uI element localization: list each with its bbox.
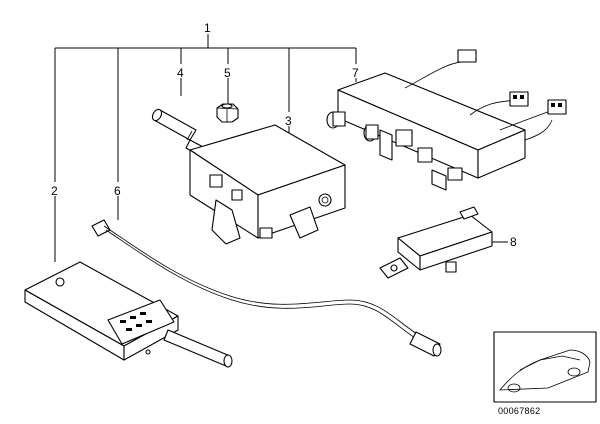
- callout-1: 1: [204, 21, 211, 35]
- callout-4: 4: [177, 66, 184, 80]
- car-inset: [493, 331, 597, 403]
- part-7-amplifier: [326, 49, 567, 191]
- leader-lines: [54, 34, 508, 262]
- part-6-cable: [91, 219, 442, 357]
- part-2-transmitter: [24, 261, 233, 368]
- reference-number: 00067862: [498, 406, 540, 416]
- callout-8: 8: [510, 235, 517, 249]
- callout-5: 5: [224, 66, 231, 80]
- callout-3: 3: [285, 114, 292, 128]
- callout-2: 2: [51, 184, 58, 198]
- part-8-module: [379, 206, 493, 279]
- callout-6: 6: [114, 184, 121, 198]
- callout-7: 7: [352, 66, 359, 80]
- part-3-control-unit: [189, 124, 346, 245]
- part-5-nut: [216, 103, 239, 123]
